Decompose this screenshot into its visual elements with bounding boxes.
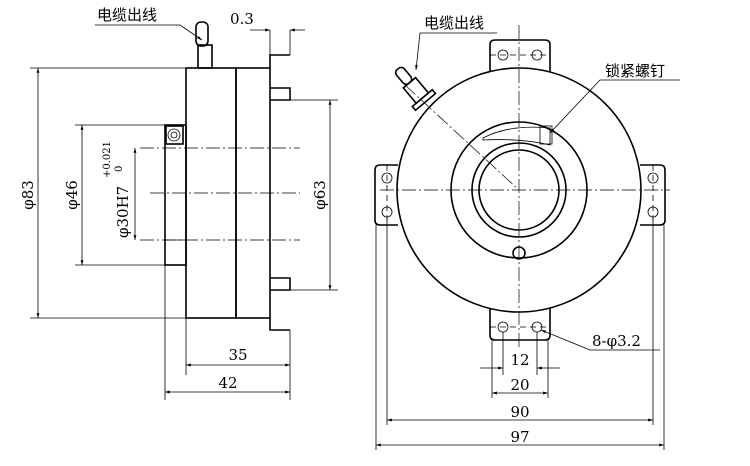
front-view [374, 25, 680, 450]
tol-upper: +0.021 [102, 141, 113, 178]
dia-63-dim: φ63 [311, 180, 329, 210]
width-35-dim: 35 [228, 346, 247, 364]
gap-dim: 0.3 [230, 10, 254, 28]
holes-dim: 8-φ3.2 [592, 332, 641, 350]
dia-bore-dim: φ30H7 [114, 186, 132, 238]
cable-label-front: 电缆出线 [424, 14, 484, 32]
cable-label-side: 电缆出线 [97, 6, 157, 24]
tol-lower: 0 [114, 166, 125, 172]
dim-12: 12 [510, 351, 529, 369]
dim-97: 97 [510, 428, 529, 446]
dim-90: 90 [510, 403, 529, 421]
dia-46-dim: φ46 [63, 180, 81, 210]
dim-20: 20 [510, 376, 529, 394]
width-42-dim: 42 [218, 374, 237, 392]
locking-screw-label: 锁紧螺钉 [605, 62, 665, 80]
dia-83-dim: φ83 [19, 180, 37, 210]
side-view [30, 21, 338, 400]
